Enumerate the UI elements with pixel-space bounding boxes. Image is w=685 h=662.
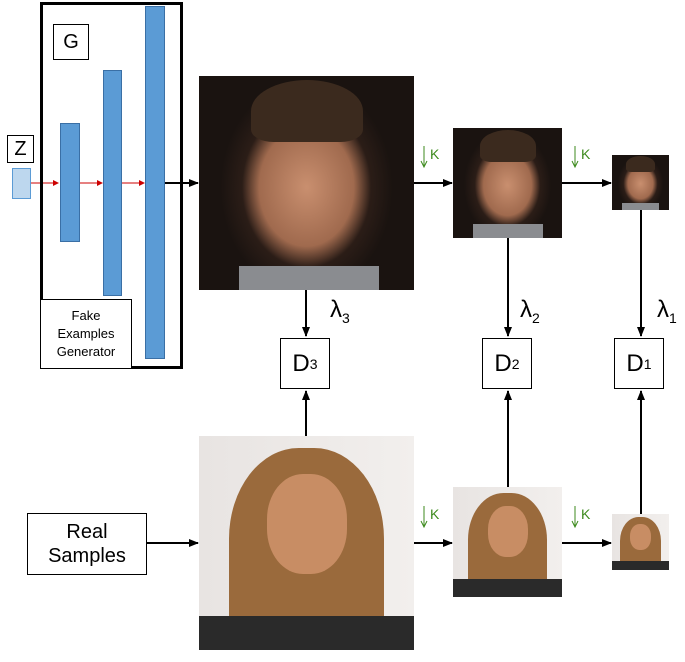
generator-description-line-3: Generator bbox=[56, 344, 116, 359]
generator-description-line-1: Fake bbox=[71, 308, 101, 323]
discriminator-d3-sub: 3 bbox=[309, 355, 318, 372]
weight-lambda-2-sub: 2 bbox=[532, 310, 540, 326]
downsample-k-real-2-label: K bbox=[581, 506, 591, 522]
weight-lambda-2-base: λ bbox=[520, 296, 532, 323]
weight-lambda-3-base: λ bbox=[330, 296, 342, 323]
discriminator-d1-sub: 1 bbox=[643, 355, 652, 372]
z-label: Z bbox=[14, 137, 27, 160]
real-image-small bbox=[612, 514, 669, 570]
weight-lambda-1-sub: 1 bbox=[669, 310, 677, 326]
generator-layer-2 bbox=[103, 70, 122, 296]
weight-lambda-3: λ3 bbox=[330, 296, 350, 326]
weight-lambda-1: λ1 bbox=[657, 296, 677, 326]
generator-layer-1 bbox=[60, 123, 80, 242]
downsample-k-real-1-label: K bbox=[430, 506, 440, 522]
fake-image-large bbox=[199, 76, 414, 290]
down-arrow-icon bbox=[571, 146, 579, 168]
discriminator-d3-base: D bbox=[292, 349, 310, 377]
real-samples-box: Real Samples bbox=[27, 513, 147, 575]
downsample-k-fake-2: K bbox=[571, 146, 590, 168]
generator-description-box: Fake Examples Generator bbox=[40, 299, 132, 369]
down-arrow-icon bbox=[571, 506, 579, 528]
downsample-k-real-1: K bbox=[420, 506, 439, 528]
discriminator-d2-sub: 2 bbox=[511, 355, 520, 372]
fake-image-small bbox=[612, 155, 669, 210]
fake-image-medium bbox=[453, 128, 562, 238]
real-samples-line-2: Samples bbox=[48, 545, 126, 567]
down-arrow-icon bbox=[420, 146, 428, 168]
downsample-k-real-2: K bbox=[571, 506, 590, 528]
generator-layer-3 bbox=[145, 6, 165, 359]
generator-description-line-2: Examples bbox=[57, 326, 115, 341]
discriminator-d2-base: D bbox=[494, 349, 512, 377]
discriminator-d1-base: D bbox=[626, 349, 644, 377]
weight-lambda-1-base: λ bbox=[657, 296, 669, 323]
z-input-vector bbox=[12, 168, 31, 199]
real-image-large bbox=[199, 436, 414, 650]
down-arrow-icon bbox=[420, 506, 428, 528]
weight-lambda-3-sub: 3 bbox=[342, 310, 350, 326]
downsample-k-fake-1: K bbox=[420, 146, 439, 168]
weight-lambda-2: λ2 bbox=[520, 296, 540, 326]
downsample-k-fake-2-label: K bbox=[581, 146, 591, 162]
real-samples-line-1: Real bbox=[66, 521, 108, 543]
generator-label: G bbox=[63, 30, 79, 53]
generator-label-box: G bbox=[53, 24, 89, 60]
z-label-box: Z bbox=[7, 135, 34, 163]
real-image-medium bbox=[453, 487, 562, 597]
downsample-k-fake-1-label: K bbox=[430, 146, 440, 162]
